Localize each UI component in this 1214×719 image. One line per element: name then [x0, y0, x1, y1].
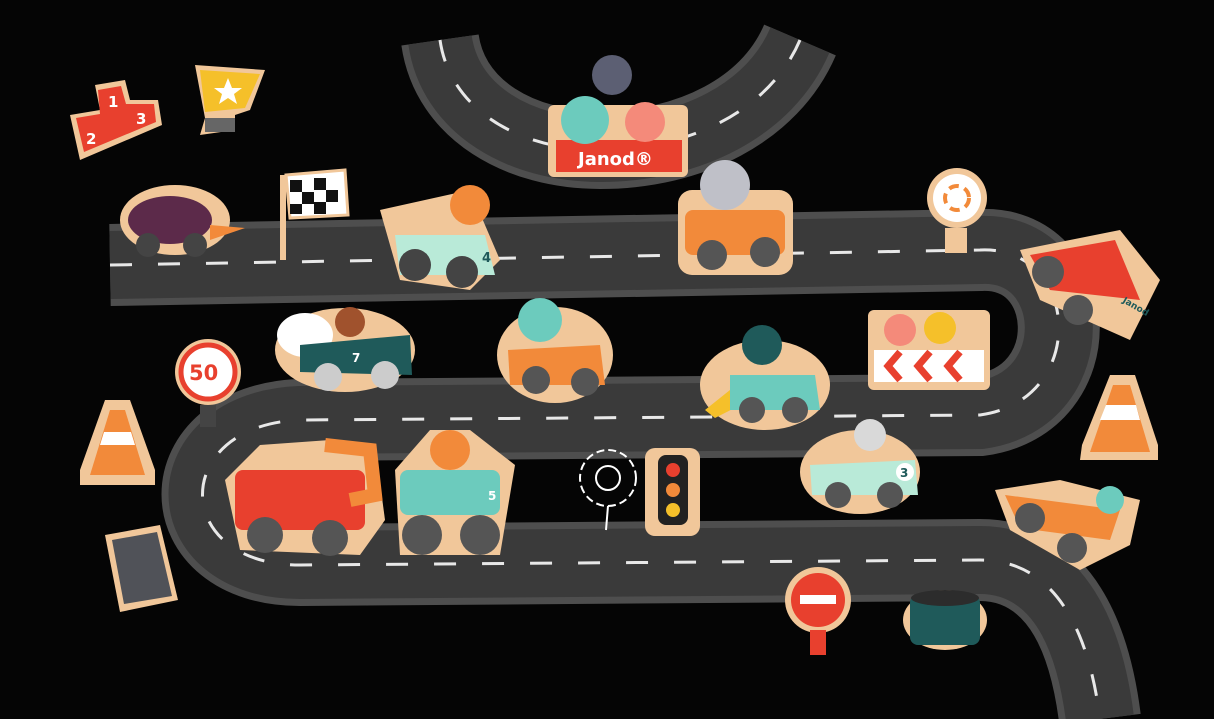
- bear-orange-car[interactable]: [678, 160, 793, 275]
- red-race-car-janod[interactable]: Janod: [1020, 230, 1160, 340]
- monster-truck-number: 5: [488, 489, 496, 503]
- dog-teal-car[interactable]: [700, 325, 830, 430]
- checkered-flag-icon[interactable]: [280, 168, 350, 260]
- roundabout-sign-icon[interactable]: [927, 168, 987, 253]
- podium-third: 3: [136, 110, 146, 128]
- speed-limit-value: 50: [189, 361, 218, 385]
- monster-truck[interactable]: 5: [395, 430, 515, 555]
- rhino-car-number: 3: [900, 466, 908, 480]
- traffic-cone-right[interactable]: [1080, 375, 1158, 460]
- traffic-cone-left[interactable]: [80, 400, 155, 485]
- green-car-number: 4: [482, 251, 491, 266]
- fuel-can-icon[interactable]: [105, 525, 178, 612]
- bird-rocket-car[interactable]: [120, 185, 245, 257]
- traffic-light-icon[interactable]: [645, 448, 700, 536]
- podium-second: 2: [86, 130, 96, 148]
- no-entry-sign-icon[interactable]: [785, 567, 851, 655]
- flower-drawing-icon: [579, 449, 637, 531]
- podium-magnet[interactable]: 1 2 3: [70, 80, 162, 160]
- rhino-teal-car[interactable]: 3: [800, 419, 920, 514]
- road-barrier-magnet[interactable]: [868, 310, 990, 390]
- tiger-green-car[interactable]: 4: [380, 185, 500, 290]
- tow-truck[interactable]: [225, 438, 385, 556]
- podium-first: 1: [108, 93, 118, 111]
- tire-stack-icon[interactable]: [903, 590, 987, 650]
- janod-logo-magnet[interactable]: Janod®: [548, 55, 688, 177]
- rabbit-orange-race-car[interactable]: [995, 480, 1140, 570]
- mouse-dark-car[interactable]: 7: [275, 307, 415, 392]
- speed-limit-sign[interactable]: 50: [175, 339, 241, 427]
- janod-logo-text: Janod®: [576, 149, 653, 170]
- trophy-icon[interactable]: [195, 65, 265, 135]
- dark-car-number: 7: [352, 351, 360, 365]
- crocodile-orange-car[interactable]: [497, 298, 613, 403]
